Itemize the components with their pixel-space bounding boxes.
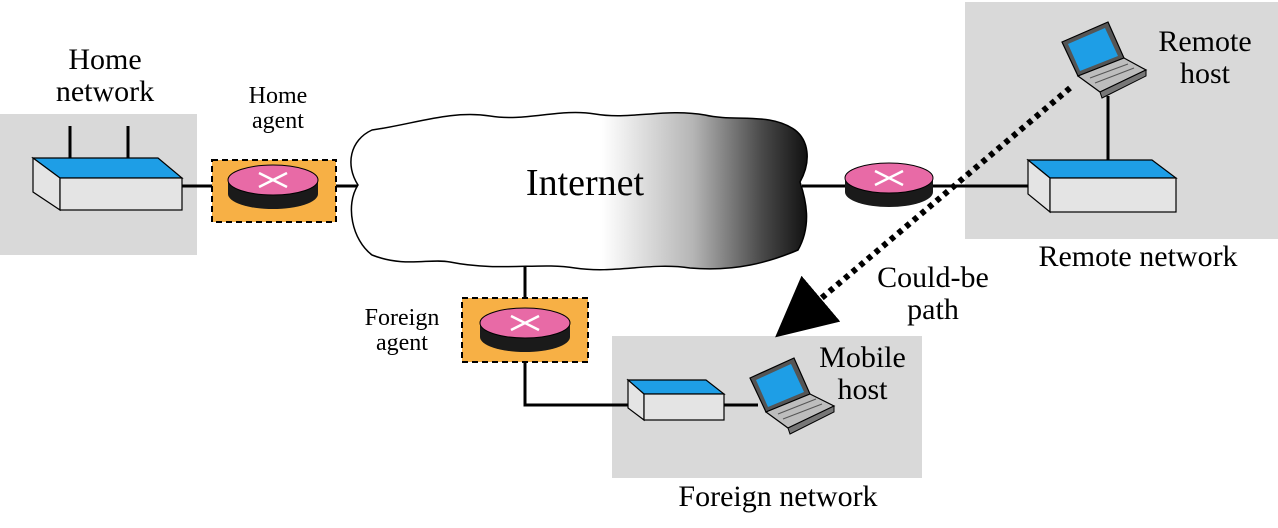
internet-cloud <box>350 111 808 271</box>
could-be-path-label: Could-be path <box>877 261 989 326</box>
remote-network-label: Remote network <box>1038 240 1238 273</box>
foreign-agent-router-icon <box>479 307 571 352</box>
home-network-label: Home network <box>55 43 155 108</box>
home-agent-router-icon <box>227 164 319 209</box>
remote-host-laptop-icon <box>1061 21 1148 99</box>
internet-label: Internet <box>525 162 645 204</box>
home-router-icon <box>31 126 184 212</box>
home-agent-label: Home agent <box>248 83 308 135</box>
mobile-host-laptop-icon <box>749 357 836 435</box>
foreign-network-label: Foreign network <box>678 480 878 513</box>
foreign-agent-label: Foreign agent <box>364 305 440 357</box>
remote-router-icon <box>844 162 934 207</box>
mobile-host-label: Mobile host <box>819 341 906 406</box>
remote-network-device-icon <box>1026 158 1178 214</box>
foreign-network-device-icon <box>626 378 726 422</box>
remote-host-label: Remote host <box>1158 25 1252 90</box>
